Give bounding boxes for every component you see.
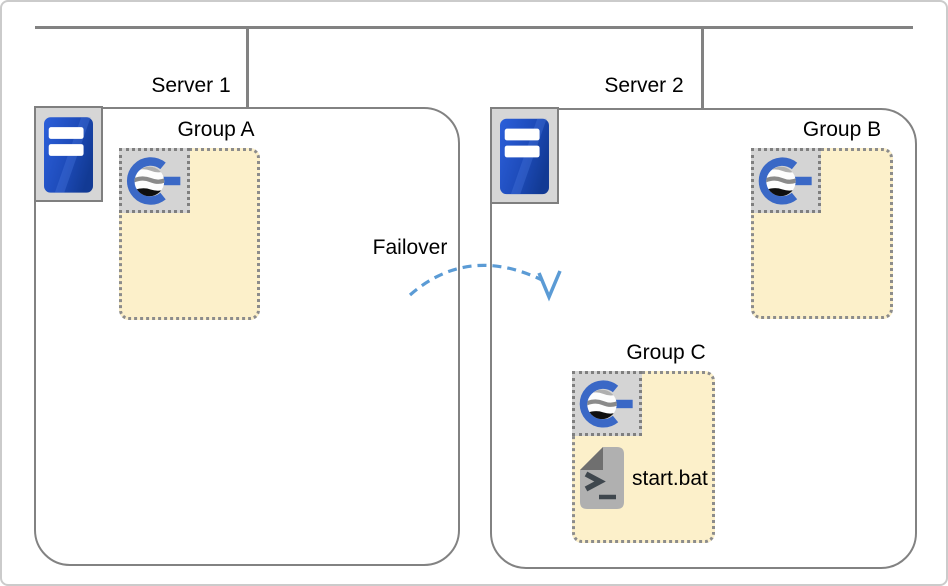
server1-tower-icon — [34, 106, 103, 202]
geoserver-logo-icon — [578, 376, 637, 430]
group-a-app-icon — [119, 148, 190, 213]
group-b-app-icon — [751, 148, 821, 213]
server2-box — [490, 108, 917, 569]
batch-script-icon — [579, 446, 625, 510]
server-tower-icon — [44, 117, 93, 193]
server2-connector-line — [701, 26, 704, 108]
group-a-label: Group A — [177, 118, 255, 141]
batch-file-label: start.bat — [632, 467, 708, 490]
server-tower-icon — [500, 118, 549, 195]
group-c-app-icon — [572, 371, 642, 436]
geoserver-logo-icon — [125, 153, 185, 207]
server2-label: Server 2 — [604, 74, 684, 97]
failover-arrow-icon — [408, 263, 562, 302]
group-c-label: Group C — [626, 341, 706, 364]
geoserver-logo-icon — [757, 153, 816, 207]
server2-tower-icon — [490, 107, 559, 204]
group-b-label: Group B — [802, 118, 882, 141]
group-b-box — [751, 148, 893, 319]
server1-box — [34, 107, 460, 566]
server1-label: Server 1 — [151, 74, 231, 97]
network-bus-line — [35, 26, 913, 29]
failover-label: Failover — [372, 236, 448, 259]
server1-connector-line — [246, 26, 249, 107]
